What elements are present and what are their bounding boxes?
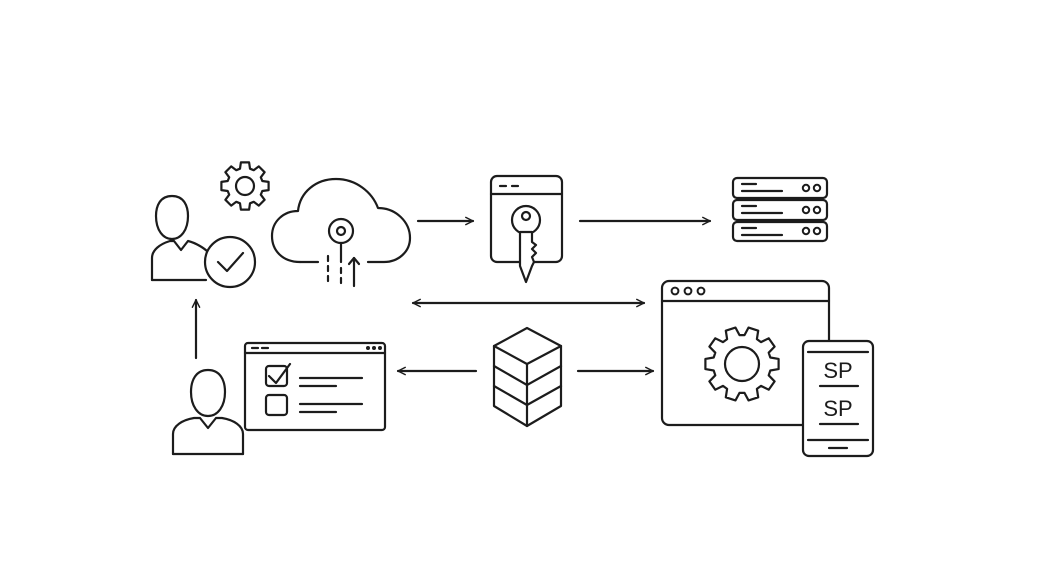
user-check-icon	[150, 194, 257, 289]
mobile-label-2: SP	[823, 396, 852, 421]
key-window-icon	[489, 174, 564, 284]
server-icon	[731, 176, 829, 243]
mobile-icon: SP SP	[801, 339, 875, 458]
gear-icon	[220, 161, 270, 211]
cube-stack-icon	[492, 326, 563, 428]
checklist-icon	[243, 341, 387, 432]
user-icon	[171, 368, 245, 456]
cloud-sync-icon	[270, 177, 412, 288]
mobile-label-1: SP	[823, 358, 852, 383]
